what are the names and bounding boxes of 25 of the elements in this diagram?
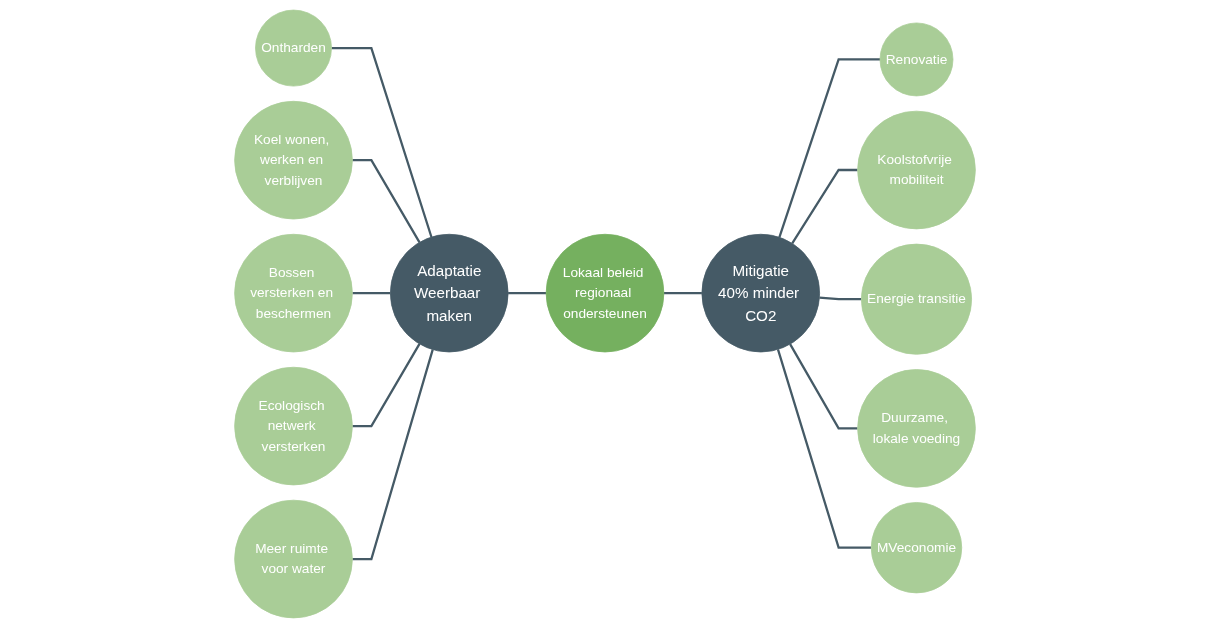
connector [352,342,421,427]
node-circle: Lokaal beleid regionaal ondersteunen [545,233,665,352]
connector [819,296,862,300]
connector [331,46,433,237]
connector [352,291,391,294]
connector [663,291,702,294]
node-circle: Meer ruimte voor water [234,499,353,618]
connector [791,168,858,244]
node-circle: Adaptatie Weerbaar maken [390,233,509,352]
connector [352,348,434,560]
node-circle: Renovatie [879,22,954,96]
node-circle: Bossen versterken en beschermen [234,233,353,352]
node-circle: MVeconomie [870,501,963,593]
connector [352,158,421,243]
node-circle: Ecologisch netwerk versterken [234,366,353,485]
connector [508,291,547,294]
connector [778,57,880,238]
node-circle: Koel wonen, werken en verblijven [234,100,353,219]
node-circle: Koolstofvrije mobiliteit [857,110,976,229]
node-circle: Mitigatie 40% minder CO2 [701,233,820,352]
node-circle: Duurzame, lokale voeding [857,368,976,488]
node-circle: Ontharden [255,9,332,86]
node-circle: Energie transitie [861,243,972,355]
connector [789,343,858,429]
connector [776,348,872,549]
